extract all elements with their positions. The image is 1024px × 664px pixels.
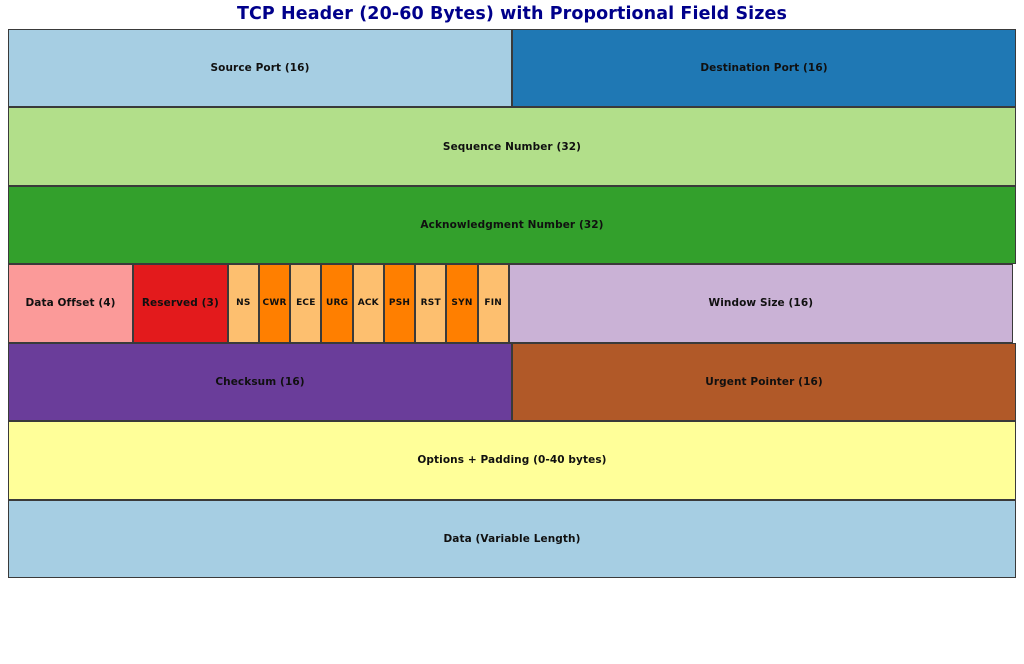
field-label: ACK	[357, 298, 379, 309]
field-label: Urgent Pointer (16)	[705, 375, 823, 388]
acknowledgment-row: Acknowledgment Number (32)	[8, 185, 1016, 265]
page-title: TCP Header (20-60 Bytes) with Proportion…	[236, 4, 788, 24]
field-label: CWR	[262, 298, 287, 309]
checksum-urgent-row: Checksum (16) Urgent Pointer (16)	[8, 342, 1016, 422]
ports-row: Source Port (16) Destination Port (16)	[8, 29, 1016, 108]
field-label: PSH	[388, 298, 411, 309]
field-label: Checksum (16)	[215, 375, 305, 388]
field-label: Destination Port (16)	[700, 62, 828, 75]
field-ns: NS	[227, 264, 259, 343]
field-acknowledgment-number: Acknowledgment Number (32)	[8, 185, 1016, 265]
offset-flags-window-row: Data Offset (4) Reserved (3) NS CWR ECE URG AC…	[8, 264, 1016, 343]
field-label: ECE	[296, 298, 316, 309]
field-label: FIN	[484, 298, 503, 309]
sequence-row: Sequence Number (32)	[8, 107, 1016, 186]
field-syn: SYN	[446, 264, 478, 343]
field-label: URG	[325, 298, 349, 309]
field-sequence-number: Sequence Number (32)	[8, 107, 1016, 186]
field-checksum: Checksum (16)	[8, 342, 512, 422]
field-label: Data (Variable Length)	[443, 532, 581, 545]
field-window-size: Window Size (16)	[508, 264, 1013, 343]
field-ece: ECE	[290, 264, 322, 343]
field-ack: ACK	[352, 264, 384, 343]
field-urg: URG	[321, 264, 353, 343]
field-label: Acknowledgment Number (32)	[420, 219, 604, 232]
field-label: SYN	[451, 298, 473, 309]
field-rst: RST	[415, 264, 447, 343]
field-cwr: CWR	[258, 264, 291, 343]
field-label: Sequence Number (32)	[442, 140, 582, 153]
field-label: Source Port (16)	[210, 62, 310, 75]
field-label: Reserved (3)	[141, 297, 219, 310]
field-data-offset: Data Offset (4)	[8, 264, 133, 343]
tcp-header-table: Source Port (16) Destination Port (16) Seq…	[8, 29, 1016, 578]
field-fin: FIN	[477, 264, 509, 343]
field-label: Options + Padding (0-40 bytes)	[417, 454, 607, 467]
field-label: NS	[236, 298, 251, 309]
field-label: RST	[420, 298, 441, 309]
field-destination-port: Destination Port (16)	[512, 29, 1016, 108]
field-label: Window Size (16)	[708, 297, 814, 310]
field-options-padding: Options + Padding (0-40 bytes)	[8, 421, 1016, 500]
field-data: Data (Variable Length)	[8, 499, 1016, 578]
options-row: Options + Padding (0-40 bytes)	[8, 421, 1016, 500]
field-label: Data Offset (4)	[25, 297, 116, 310]
field-urgent-pointer: Urgent Pointer (16)	[512, 342, 1016, 422]
data-row: Data (Variable Length)	[8, 499, 1016, 578]
field-reserved: Reserved (3)	[132, 264, 228, 343]
field-psh: PSH	[383, 264, 416, 343]
field-source-port: Source Port (16)	[8, 29, 512, 108]
